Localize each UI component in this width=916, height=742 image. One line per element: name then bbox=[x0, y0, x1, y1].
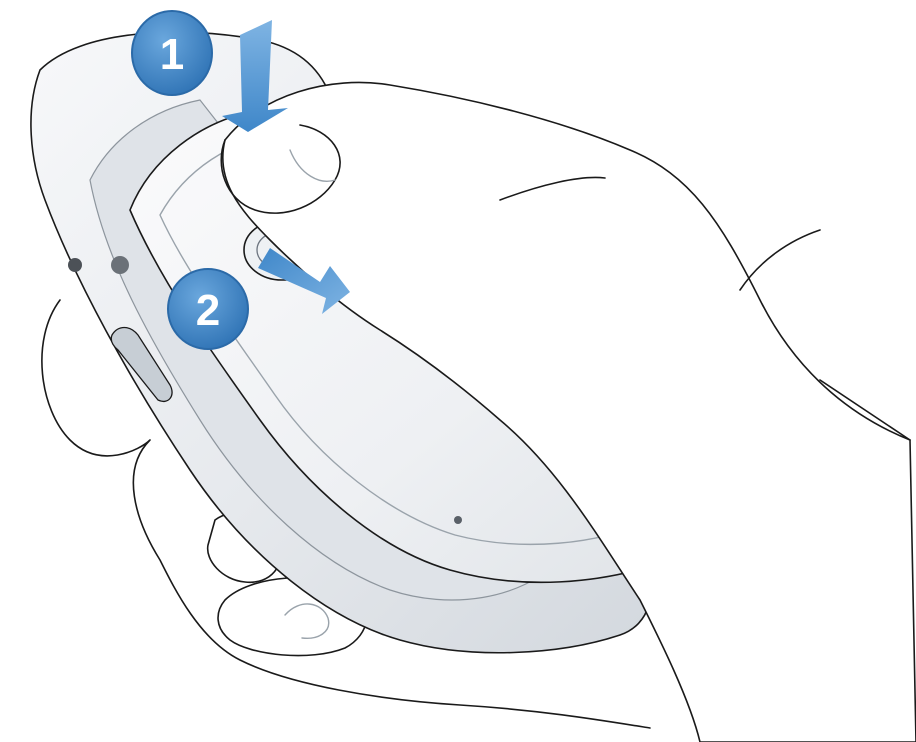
step-number-2: 2 bbox=[196, 286, 220, 335]
step-number-1: 1 bbox=[160, 30, 184, 79]
step-badge-1: 1 bbox=[132, 11, 212, 95]
step-badge-2: 2 bbox=[168, 269, 248, 349]
